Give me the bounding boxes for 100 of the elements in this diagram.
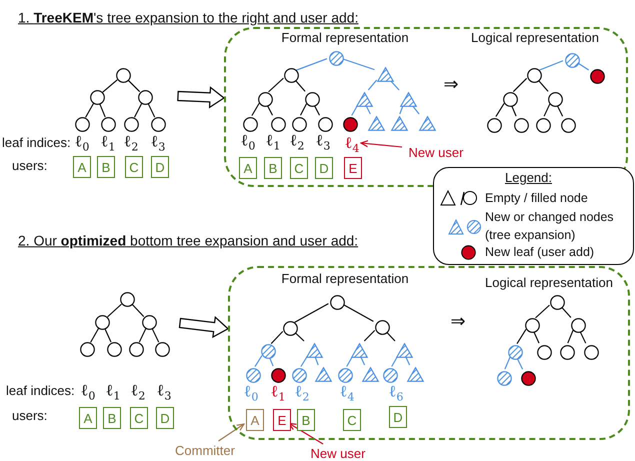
tree-node xyxy=(330,294,344,310)
row-label: leaf indices: xyxy=(2,136,71,150)
tree-node xyxy=(116,68,130,82)
tree-node xyxy=(526,68,542,82)
hatched-subtree-triangle xyxy=(400,92,416,107)
tree-edge xyxy=(504,356,511,370)
tree-edge xyxy=(560,305,572,318)
leaf-index: ℓ$_{3}$ xyxy=(316,131,330,153)
user-box: C xyxy=(125,156,143,178)
tree-node xyxy=(584,344,598,360)
tree-node xyxy=(258,92,272,106)
tree-edge xyxy=(300,103,307,116)
tree-node xyxy=(120,292,134,306)
leaf-index: ℓ$_{0}$ xyxy=(244,382,258,404)
user-box: B xyxy=(97,156,115,178)
tree-edge xyxy=(512,78,528,92)
tree-edge xyxy=(254,355,262,367)
leaf-index: ℓ$_{0}$ xyxy=(80,381,96,403)
tree-edge xyxy=(535,304,550,318)
legend-text: New or changed nodes (tree expansion) xyxy=(485,209,615,244)
tree-edge xyxy=(567,330,574,344)
hatched-tree-node xyxy=(496,370,512,386)
tree-edge xyxy=(134,103,142,118)
new-leaf-node xyxy=(342,116,358,132)
tree-node xyxy=(304,92,320,106)
tree-node xyxy=(560,344,574,360)
tree-edge xyxy=(293,330,304,342)
leaf-index: ℓ$_{2}$ xyxy=(130,381,146,403)
tree-edge xyxy=(107,304,122,318)
tree-edge xyxy=(538,60,564,71)
tree-node xyxy=(94,314,110,330)
tree-edge xyxy=(300,356,308,367)
tree-node xyxy=(536,118,550,132)
user-box: B xyxy=(103,407,121,429)
tree-node xyxy=(502,92,518,106)
leaf-index: ℓ$_{0}$ xyxy=(240,131,256,153)
tree-edge xyxy=(346,356,354,367)
tree-edge xyxy=(99,104,106,118)
hatched-subtree-triangle xyxy=(396,343,412,358)
tree-edge xyxy=(544,104,550,116)
tree-edge xyxy=(368,80,378,90)
user-box: A xyxy=(79,407,97,429)
tree-node xyxy=(548,92,562,106)
panel-heading: Logical representation xyxy=(485,276,613,290)
panel-heading: Formal representation xyxy=(281,272,409,286)
dashed-group-frame xyxy=(228,266,630,440)
tree-edge xyxy=(132,304,144,317)
user-box: A xyxy=(239,157,257,179)
user-box: D xyxy=(389,406,407,428)
tree-node xyxy=(242,116,258,132)
tree-node xyxy=(100,116,116,132)
tree-edge xyxy=(510,104,517,116)
tree-node xyxy=(128,342,144,356)
tree-node xyxy=(374,320,390,334)
tree-node xyxy=(154,342,170,356)
leaf-index: ℓ$_{2}$ xyxy=(290,131,304,153)
user-box: D xyxy=(151,156,169,178)
tree-edge xyxy=(148,104,156,118)
leaf-index: ℓ$_{4}$ xyxy=(340,382,354,404)
user-box: A xyxy=(246,409,264,431)
hatched-tree-node xyxy=(382,368,398,382)
new-leaf-node xyxy=(590,68,604,84)
block-arrow xyxy=(177,86,226,109)
tree-edge xyxy=(532,330,540,344)
hatched-tree-node xyxy=(508,344,522,360)
tree-node xyxy=(90,90,104,104)
panel-heading: Logical representation xyxy=(471,30,599,46)
annotation-text: Committer xyxy=(170,441,240,459)
row-label: users: xyxy=(12,158,48,174)
hatched-subtree-triangle xyxy=(362,367,378,382)
user-box: C xyxy=(343,409,361,431)
leaf-index: ℓ$_{1}$ xyxy=(270,382,286,404)
leaf-index: ℓ$_{6}$ xyxy=(388,382,404,404)
tree-edge xyxy=(294,303,329,323)
tree-edge xyxy=(268,356,274,366)
tree-edge xyxy=(270,331,284,344)
tree-edge xyxy=(90,328,99,343)
tree-edge xyxy=(360,356,366,366)
heading: 2. Our optimized bottom tree expansion and user add: xyxy=(18,233,358,249)
tree-edge xyxy=(251,103,260,116)
tree-node xyxy=(524,318,540,332)
leaf-index: ℓ$_{2}$ xyxy=(294,382,310,404)
panel-heading: Formal representation xyxy=(281,30,409,46)
leaf-index: ℓ$_{1}$ xyxy=(266,131,280,153)
row-label: users: xyxy=(12,408,48,424)
tree-edge xyxy=(128,80,140,92)
legend-text: Empty / filled node xyxy=(485,190,589,207)
tree-edge xyxy=(390,80,400,90)
tree-edge xyxy=(399,104,404,114)
tree-edge xyxy=(411,104,420,114)
tree-node xyxy=(284,68,298,82)
tree-node xyxy=(570,318,586,332)
leader-arrow xyxy=(218,423,245,442)
hatched-tree-node xyxy=(328,50,344,66)
tree-node xyxy=(138,90,152,104)
user-box: C xyxy=(290,157,308,179)
tree-edge xyxy=(365,104,371,114)
leaf-index: ℓ$_{0}$ xyxy=(74,132,90,154)
new-leaf-node xyxy=(270,368,286,382)
user-box: E xyxy=(344,157,362,179)
